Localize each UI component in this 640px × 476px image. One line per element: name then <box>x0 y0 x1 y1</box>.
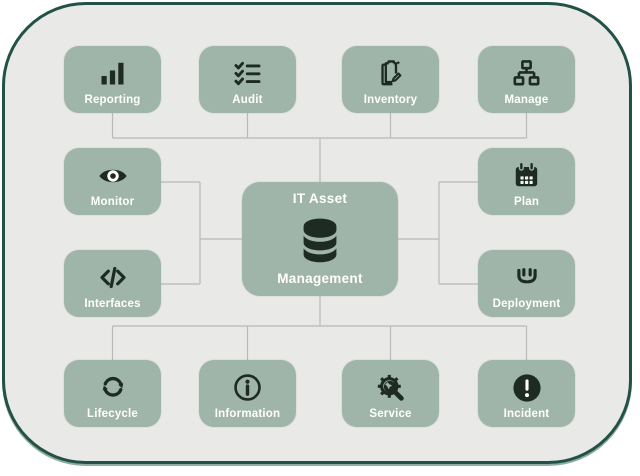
node-service: Service <box>342 360 439 427</box>
open-hands-icon <box>510 250 544 299</box>
node-it-asset-management: IT Asset Management <box>242 182 398 296</box>
node-label: Interfaces <box>84 297 141 310</box>
node-label: Audit <box>232 93 263 106</box>
node-lifecycle: Lifecycle <box>64 360 161 427</box>
node-label: Service <box>369 407 412 420</box>
node-label: Reporting <box>84 93 141 106</box>
node-incident: Incident <box>478 360 575 427</box>
clipboard-pencil-icon <box>374 46 407 95</box>
node-label: Lifecycle <box>86 407 139 420</box>
cycle-arrows-icon <box>96 360 130 409</box>
node-label: Deployment <box>492 297 561 310</box>
node-information: Information <box>199 360 296 427</box>
info-circle-icon <box>231 360 264 409</box>
node-label: Monitor <box>90 195 135 208</box>
exclamation-circle-icon <box>510 360 544 409</box>
node-label: Incident <box>503 407 550 420</box>
org-chart-icon <box>510 46 543 95</box>
node-label: Inventory <box>363 93 418 106</box>
database-icon <box>296 206 344 272</box>
central-label-top: IT Asset <box>292 191 348 206</box>
node-label: Plan <box>513 195 540 208</box>
node-interfaces: Interfaces <box>64 250 161 317</box>
code-icon <box>95 250 131 299</box>
node-monitor: Monitor <box>64 148 161 215</box>
gear-wrench-icon <box>374 360 408 409</box>
central-label-bottom: Management <box>277 270 363 286</box>
eye-icon <box>94 148 132 197</box>
node-label: Information <box>214 407 281 420</box>
node-audit: Audit <box>199 46 296 113</box>
calendar-icon <box>510 148 543 197</box>
checklist-icon <box>231 46 264 95</box>
node-deployment: Deployment <box>478 250 575 317</box>
node-label: Manage <box>504 93 549 106</box>
node-manage: Manage <box>478 46 575 113</box>
node-reporting: Reporting <box>64 46 161 113</box>
bar-chart-icon <box>96 46 129 95</box>
node-inventory: Inventory <box>342 46 439 113</box>
node-plan: Plan <box>478 148 575 215</box>
